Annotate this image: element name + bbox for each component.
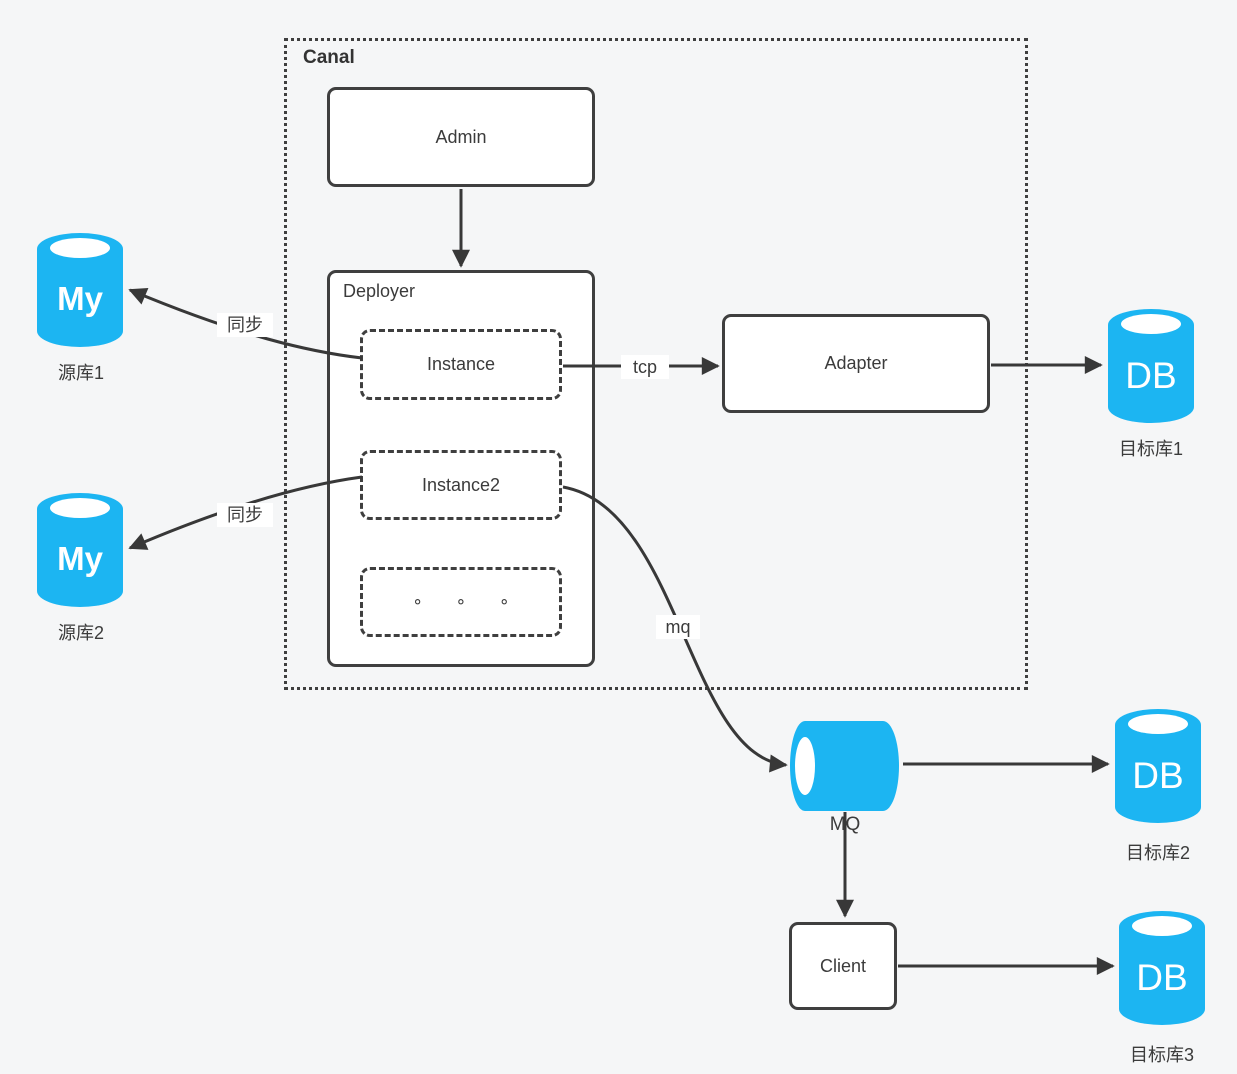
node-target-db1-label: 目标库1 [1118,439,1183,459]
node-instance-label: Instance [426,354,496,374]
mysql-cylinder-icon: My [37,233,123,347]
node-instance2-label: Instance2 [421,474,501,495]
node-instance-more-dots: ∘ ∘ ∘ [412,592,524,611]
node-mq-label: MQ [829,814,861,835]
node-target-db3-label: 目标库3 [1129,1045,1194,1065]
edge-label-tcp: tcp [621,355,669,379]
node-target-db1: DB [1108,309,1194,428]
mq-queue-icon [790,721,899,811]
node-target-db2-label: 目标库2 [1125,843,1190,863]
db-cylinder-icon: DB [1119,911,1205,1025]
node-source-db1-label: 源库1 [57,363,104,383]
node-adapter: Adapter [722,314,990,413]
node-admin: Admin [327,87,595,187]
edge-label-sync1: 同步 [217,313,273,337]
node-source-db1: My [37,233,123,352]
db-icon-text: DB [1136,957,1187,998]
node-mq [790,721,902,816]
node-adapter-label: Adapter [824,353,888,373]
node-instance: Instance [360,329,562,400]
db-icon-text: DB [1125,355,1176,396]
mysql-cylinder-icon: My [37,493,123,607]
db-cylinder-icon: DB [1108,309,1194,423]
node-client: Client [789,922,897,1010]
node-target-db3: DB [1119,911,1205,1030]
db-icon-text: DB [1132,755,1183,796]
edge-label-mq: mq [656,615,700,639]
node-instance2: Instance2 [360,450,562,520]
node-source-db2-label: 源库2 [57,623,104,643]
node-admin-label: Admin [435,126,487,147]
node-source-db2: My [37,493,123,612]
node-deployer-label: Deployer [343,281,416,301]
node-instance-more: ∘ ∘ ∘ [360,567,562,637]
mysql-icon-text: My [57,280,103,317]
canal-group-label: Canal [303,47,355,68]
node-client-label: Client [819,955,867,976]
node-target-db2: DB [1115,709,1201,828]
edge-label-sync2: 同步 [217,503,273,527]
db-cylinder-icon: DB [1115,709,1201,823]
mysql-icon-text: My [57,540,103,577]
